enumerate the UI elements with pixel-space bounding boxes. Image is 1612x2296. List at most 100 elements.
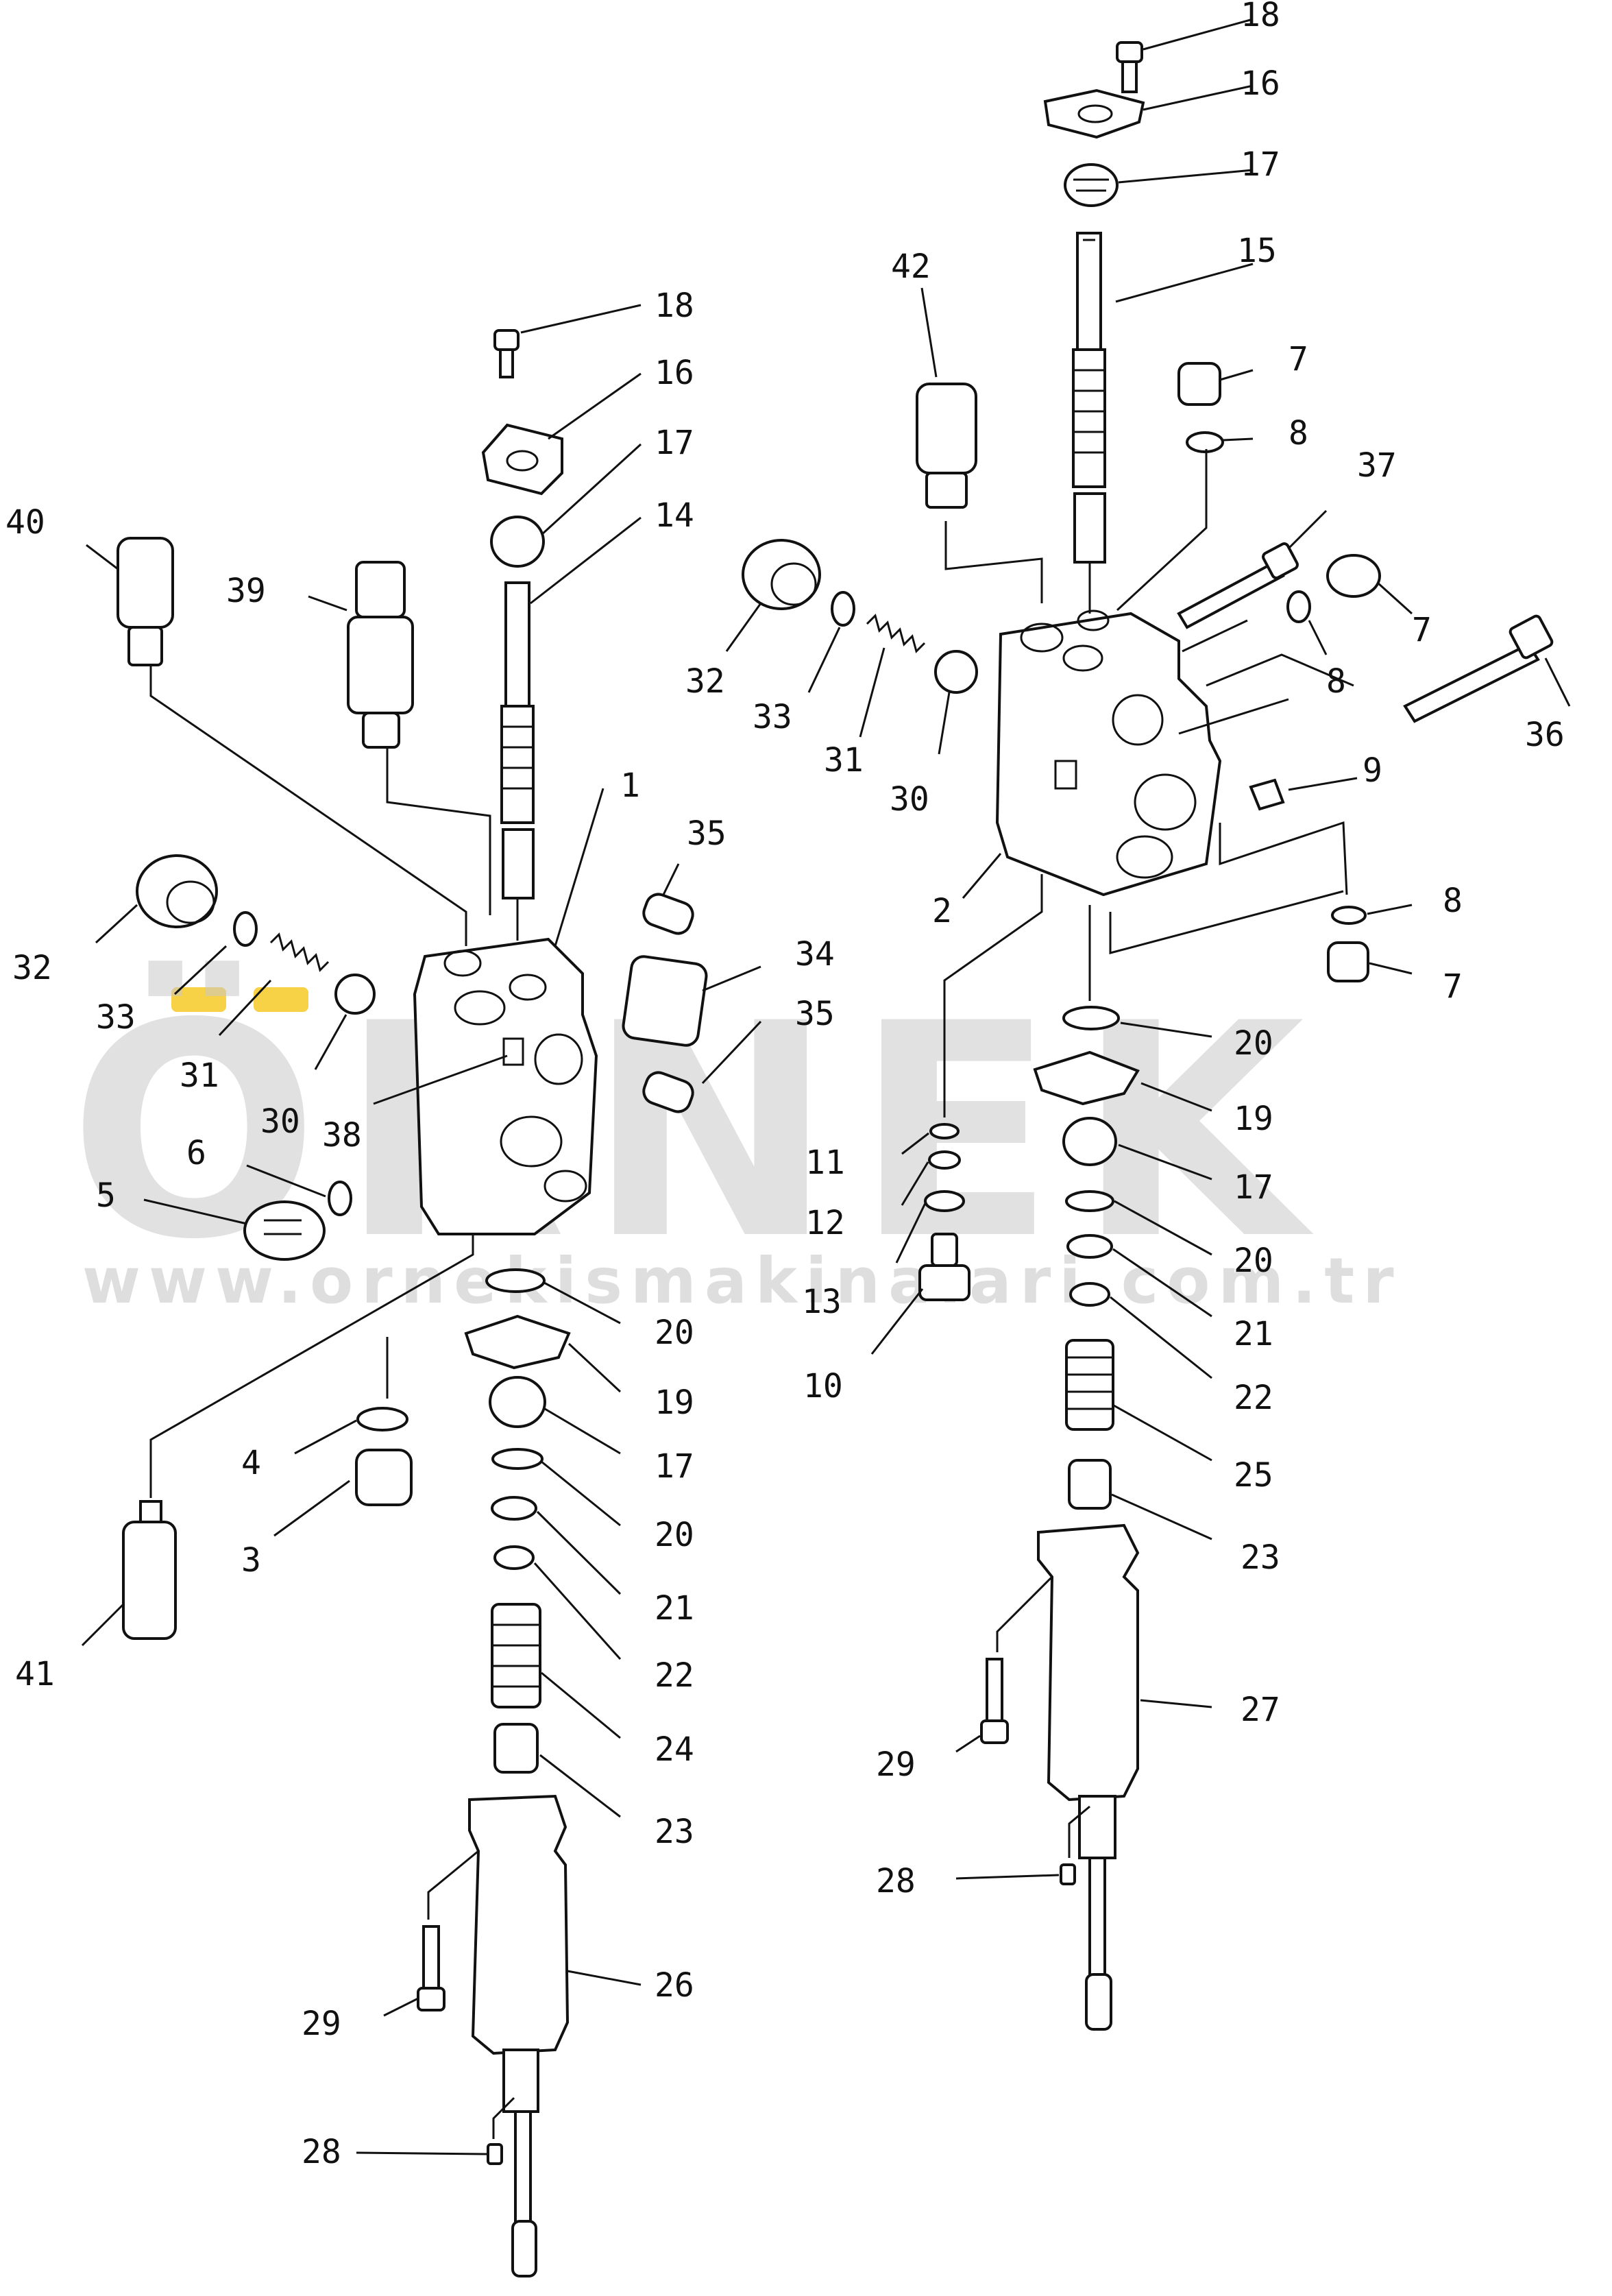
oring-35-top bbox=[642, 893, 694, 935]
label-14: 14 bbox=[655, 496, 694, 535]
cartridge-41 bbox=[122, 1500, 177, 1640]
label-10: 10 bbox=[803, 1367, 843, 1405]
bolt-18-left bbox=[493, 329, 520, 378]
label-5: 5 bbox=[96, 1176, 116, 1215]
label-37: 37 bbox=[1357, 446, 1397, 485]
washer-12 bbox=[928, 1150, 961, 1170]
label-4: 4 bbox=[241, 1444, 261, 1482]
cap-17-left-lower bbox=[489, 1376, 546, 1428]
retainer-22-left bbox=[493, 1545, 535, 1570]
label-36: 36 bbox=[1525, 716, 1565, 754]
label-7-side: 7 bbox=[1412, 611, 1432, 649]
label-23-left: 23 bbox=[655, 1813, 694, 1851]
cartridge-42 bbox=[916, 383, 977, 509]
screw-9 bbox=[1249, 778, 1285, 811]
label-8-lower: 8 bbox=[1443, 882, 1463, 920]
cap-17-left-top bbox=[490, 516, 545, 568]
label-12: 12 bbox=[805, 1204, 845, 1242]
label-11: 11 bbox=[805, 1144, 845, 1182]
label-32-right: 32 bbox=[685, 662, 725, 701]
label-31-left: 31 bbox=[180, 1056, 219, 1095]
label-29-right: 29 bbox=[876, 1745, 916, 1784]
plug-7-side bbox=[1326, 554, 1381, 598]
bolt-29-left bbox=[417, 1925, 445, 2011]
label-30-right: 30 bbox=[890, 780, 929, 819]
label-34: 34 bbox=[795, 935, 835, 974]
label-22-left: 22 bbox=[655, 1656, 694, 1695]
label-20-right-b: 20 bbox=[1234, 1242, 1273, 1280]
watermark-accent-right bbox=[254, 987, 308, 1012]
spring-24 bbox=[491, 1603, 541, 1708]
oring-20-right-a bbox=[1062, 1006, 1120, 1030]
plug-28-right bbox=[1060, 1863, 1076, 1885]
oring-20-left-b bbox=[491, 1448, 544, 1470]
oring-20-right-b bbox=[1065, 1190, 1114, 1212]
label-40: 40 bbox=[5, 503, 45, 542]
cover-plate-16-top bbox=[1043, 88, 1145, 139]
poppet-30-left bbox=[334, 974, 376, 1015]
oring-4 bbox=[356, 1407, 408, 1431]
label-30-left: 30 bbox=[260, 1102, 300, 1141]
gasket-34 bbox=[622, 955, 708, 1047]
cap-17-right-top bbox=[1064, 163, 1119, 207]
plug-7-top bbox=[1177, 362, 1221, 406]
washer-21-left bbox=[491, 1496, 537, 1521]
plug-7-lower bbox=[1327, 941, 1369, 982]
bolt-18-top bbox=[1116, 41, 1143, 93]
oring-6 bbox=[328, 1181, 352, 1216]
case-26 bbox=[468, 1794, 570, 2277]
oring-11 bbox=[929, 1123, 960, 1139]
label-33-right: 33 bbox=[753, 698, 792, 736]
label-17-right-lower: 17 bbox=[1234, 1168, 1273, 1207]
cartridge-39 bbox=[347, 561, 414, 749]
valve-body-1 bbox=[413, 937, 598, 1235]
label-22-right: 22 bbox=[1234, 1379, 1273, 1417]
label-32-left: 32 bbox=[12, 949, 52, 987]
label-17-left-lower: 17 bbox=[655, 1447, 694, 1486]
label-26: 26 bbox=[655, 1966, 694, 2005]
spring-31-left bbox=[269, 932, 330, 972]
spring-25 bbox=[1065, 1339, 1114, 1431]
bolt-29-right bbox=[980, 1658, 1009, 1744]
label-3: 3 bbox=[241, 1541, 261, 1580]
label-20-right-a: 20 bbox=[1234, 1024, 1273, 1063]
bolt-36 bbox=[1403, 614, 1554, 723]
plug-32-right bbox=[742, 539, 821, 610]
washer-21-right bbox=[1066, 1234, 1113, 1259]
case-27 bbox=[1037, 1523, 1140, 2031]
label-13: 13 bbox=[802, 1283, 842, 1321]
oring-20-left-a bbox=[485, 1268, 546, 1293]
label-6: 6 bbox=[186, 1134, 206, 1172]
label-7-lower: 7 bbox=[1443, 967, 1463, 1006]
label-23-right: 23 bbox=[1241, 1538, 1280, 1577]
label-20-left-a: 20 bbox=[655, 1314, 694, 1352]
label-29-left: 29 bbox=[302, 2005, 341, 2043]
label-24: 24 bbox=[655, 1730, 694, 1769]
oring-33-right bbox=[831, 591, 855, 627]
label-31-right: 31 bbox=[824, 741, 864, 780]
label-18-top-right: 18 bbox=[1241, 0, 1280, 34]
spring-31-right bbox=[866, 614, 926, 653]
flange-19-right bbox=[1033, 1050, 1140, 1106]
label-16-left: 16 bbox=[655, 354, 694, 392]
oring-8-side bbox=[1286, 590, 1311, 623]
label-19-right: 19 bbox=[1234, 1100, 1273, 1138]
poppet-30-right bbox=[934, 650, 978, 694]
spool-14 bbox=[500, 581, 535, 899]
plug-32-left bbox=[136, 854, 218, 928]
label-25: 25 bbox=[1234, 1456, 1273, 1495]
label-28-left: 28 bbox=[302, 2133, 341, 2171]
label-19-left: 19 bbox=[655, 1383, 694, 1422]
label-35-bottom: 35 bbox=[795, 995, 835, 1033]
label-21-right: 21 bbox=[1234, 1315, 1273, 1353]
plug-3 bbox=[355, 1449, 413, 1506]
label-15: 15 bbox=[1237, 232, 1277, 270]
label-18-left: 18 bbox=[655, 287, 694, 325]
cover-plate-16-left bbox=[481, 423, 563, 496]
bolt-37 bbox=[1177, 542, 1299, 629]
label-17-top-right: 17 bbox=[1241, 145, 1280, 184]
label-7-top: 7 bbox=[1289, 340, 1308, 378]
label-2: 2 bbox=[932, 892, 952, 930]
valve-body-2 bbox=[995, 609, 1222, 897]
